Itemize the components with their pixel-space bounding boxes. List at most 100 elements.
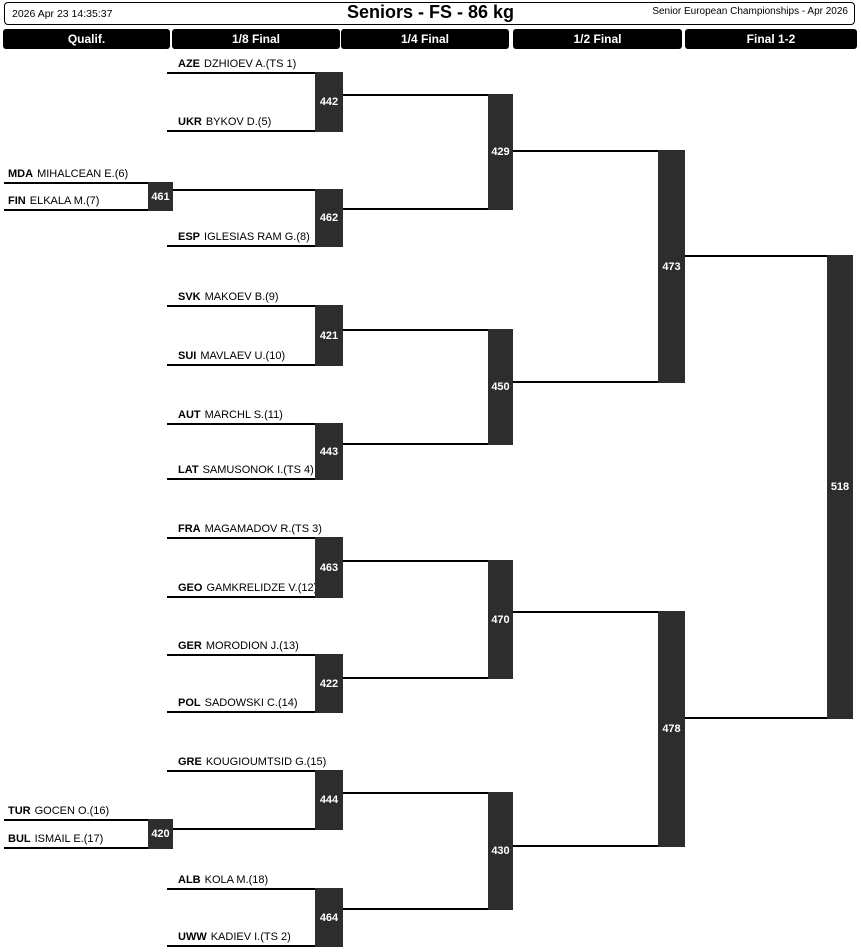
match-number: 473	[662, 260, 681, 273]
round-header-1-2-final: 1/2 Final	[513, 29, 682, 49]
match-box-r16-1: 442	[315, 72, 343, 132]
athlete-name: MAGAMADOV R.(TS 3)	[204, 523, 322, 535]
athlete-line	[167, 72, 315, 74]
round-header-1-8-final: 1/8 Final	[172, 29, 340, 49]
connector-line	[343, 677, 488, 679]
athlete-country: TUR	[8, 805, 31, 817]
connector-line	[173, 828, 316, 830]
match-number: 444	[319, 794, 339, 806]
athlete-country: LAT	[178, 464, 199, 476]
athlete-line	[4, 209, 148, 211]
match-box-qual-1: 461	[148, 182, 173, 211]
athlete-country: UWW	[178, 931, 207, 943]
match-number: 450	[491, 381, 510, 393]
athlete-country: BUL	[8, 833, 31, 845]
match-number: 463	[319, 561, 339, 574]
athlete-name: KADIEV I.(TS 2)	[210, 931, 291, 943]
match-number: 429	[491, 146, 510, 158]
athlete-line	[4, 819, 148, 821]
match-box-qf-2: 450	[488, 329, 513, 445]
athlete-country: AZE	[178, 58, 200, 70]
match-box-r16-8: 464	[315, 888, 343, 947]
header-box: 2026 Apr 23 14:35:37 Senior European Cha…	[4, 2, 855, 25]
connector-line	[343, 792, 488, 794]
match-box-sf-1: 473	[658, 150, 685, 383]
match-box-r16-3: 421	[315, 305, 343, 366]
athlete-line	[167, 888, 315, 890]
athlete-country: SVK	[178, 291, 201, 303]
athlete-name: MIHALCEAN E.(6)	[37, 168, 129, 180]
connector-line	[513, 611, 658, 613]
connector-line	[513, 845, 658, 847]
match-box-qf-1: 429	[488, 94, 513, 210]
athlete-line	[4, 182, 148, 184]
athlete-line	[167, 711, 315, 713]
athlete-country: FRA	[178, 523, 201, 535]
match-number: 464	[319, 911, 339, 924]
athlete-country: ESP	[178, 231, 201, 243]
match-number: 443	[319, 445, 339, 458]
match-number: 442	[319, 96, 339, 108]
athlete-name: GOCEN O.(16)	[34, 805, 110, 817]
match-box-qf-3: 470	[488, 560, 513, 679]
match-number: 422	[319, 677, 339, 690]
athlete-country: GEO	[178, 582, 203, 594]
athlete-line	[167, 654, 315, 656]
athlete-name: DZHIOEV A.(TS 1)	[204, 58, 297, 70]
athlete-entry: AZE DZHIOEV A.(TS 1)	[178, 57, 296, 71]
match-number: 420	[151, 828, 170, 840]
athlete-line	[167, 305, 315, 307]
match-box-qf-4: 430	[488, 792, 513, 910]
match-box-qual-2: 420	[148, 819, 173, 849]
athlete-name: SADOWSKI C.(14)	[204, 697, 298, 709]
athlete-country: AUT	[178, 409, 201, 421]
athlete-name: GAMKRELIDZE V.(12)	[206, 582, 318, 594]
event-name: Senior European Championships - Apr 2026	[652, 6, 848, 17]
match-number: 478	[662, 723, 681, 735]
athlete-line	[167, 596, 315, 598]
connector-line	[513, 150, 658, 152]
match-box-final: 518	[827, 255, 853, 719]
page-title: Seniors - FS - 86 kg	[346, 2, 515, 22]
match-box-r16-4: 443	[315, 423, 343, 480]
athlete-country: GRE	[178, 756, 202, 768]
match-number: 461	[151, 190, 170, 203]
connector-line	[685, 717, 827, 719]
athlete-name: SAMUSONOK I.(TS 4)	[202, 464, 314, 476]
athlete-name: KOLA M.(18)	[204, 874, 269, 886]
athlete-country: POL	[178, 697, 201, 709]
connector-line	[343, 908, 488, 910]
connector-line	[173, 189, 316, 191]
match-number: 518	[830, 481, 850, 493]
athlete-line	[167, 770, 315, 772]
round-header-qualif: Qualif.	[3, 29, 170, 49]
athlete-name: ELKALA M.(7)	[29, 195, 100, 207]
athlete-name: MARCHL S.(11)	[204, 409, 283, 421]
athlete-name: IGLESIAS RAM G.(8)	[204, 231, 310, 243]
athlete-country: MDA	[8, 168, 34, 180]
connector-line	[343, 94, 488, 96]
athlete-country: SUI	[178, 350, 197, 362]
match-box-r16-5: 463	[315, 537, 343, 598]
athlete-line	[167, 423, 315, 425]
connector-line	[513, 381, 658, 383]
athlete-country: ALB	[178, 874, 201, 886]
connector-line	[343, 329, 488, 331]
athlete-line	[167, 130, 315, 132]
match-number: 421	[319, 329, 339, 342]
